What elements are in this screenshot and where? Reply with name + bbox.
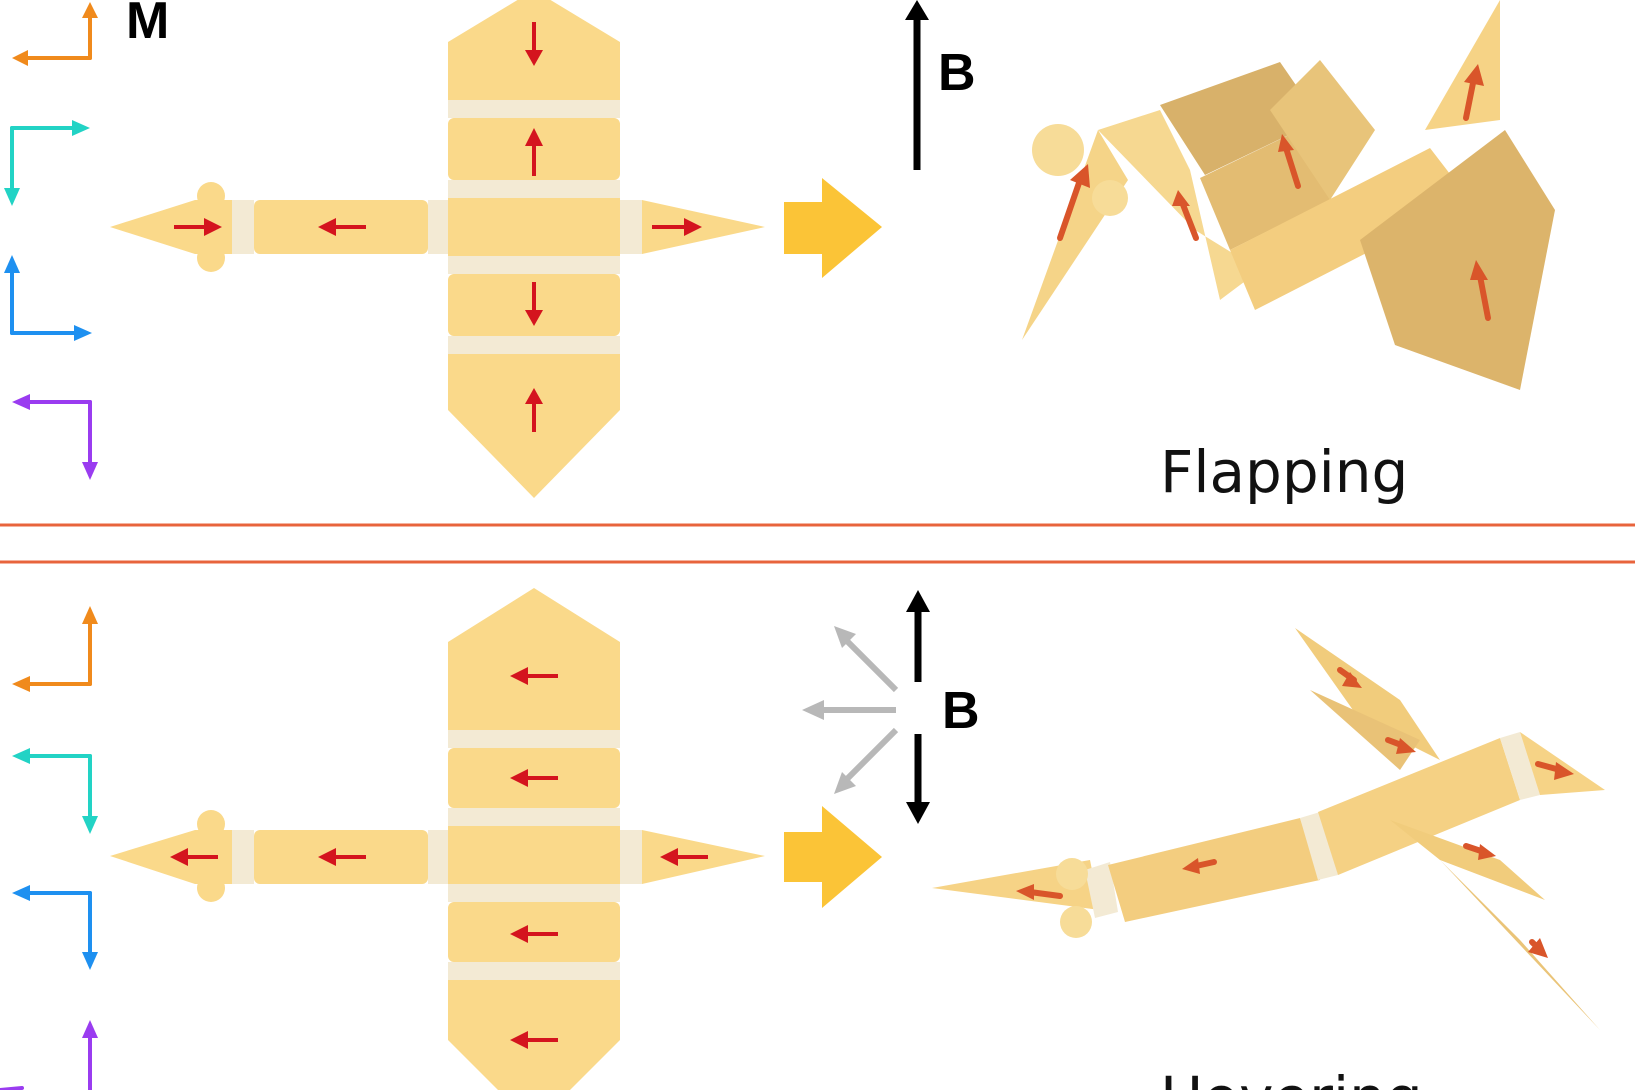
magnet-arrow <box>684 218 702 236</box>
field-arrow-top <box>905 0 929 170</box>
magnet-arrow <box>510 1031 528 1049</box>
field-label-top: B <box>938 44 976 102</box>
field-arrows-bottom <box>802 590 930 824</box>
center-panel <box>448 198 620 256</box>
field-label-bottom: B <box>942 682 980 740</box>
magnetization-legend-top <box>4 2 98 480</box>
joint <box>428 830 448 884</box>
joint <box>448 336 620 354</box>
magnet-arrow <box>660 848 678 866</box>
cyan-axis-arrows <box>12 748 98 834</box>
mode-label-bottom: Hovering <box>1160 1064 1423 1090</box>
joint <box>448 180 620 198</box>
joint <box>620 830 642 884</box>
blue-axis-arrows <box>4 255 92 341</box>
top-panel: M <box>4 0 1555 506</box>
head-node <box>197 810 225 838</box>
magnet-arrow <box>318 218 336 236</box>
magnet-arrow <box>510 667 528 685</box>
magnet-arrow <box>525 310 543 326</box>
joint <box>232 830 254 884</box>
magnet-arrow <box>510 769 528 787</box>
joint <box>448 256 620 274</box>
head-segment <box>110 200 232 254</box>
tail-segment <box>642 200 765 254</box>
joint <box>232 200 254 254</box>
bottom-panel: B Hovering <box>0 588 1605 1090</box>
wing-panel-top-1 <box>448 588 620 730</box>
orange-axis-arrows <box>12 2 98 66</box>
joint <box>448 730 620 748</box>
magnet-arrows-top <box>174 22 702 432</box>
cyan-axis-arrows <box>4 120 90 206</box>
flapping-robot-render <box>1022 0 1555 390</box>
purple-axis-arrows <box>12 394 98 480</box>
magnet-arrow <box>525 50 543 66</box>
magnetization-legend-bottom <box>0 606 98 1090</box>
magnet-arrows-bottom <box>170 667 708 1049</box>
purple-axis-arrows <box>0 1020 98 1090</box>
joint <box>428 200 448 254</box>
joint <box>448 808 620 826</box>
blue-axis-arrows <box>12 885 98 970</box>
head-node <box>197 182 225 210</box>
robot-flat-layout-bottom <box>110 588 765 1090</box>
magnet-arrow <box>510 925 528 943</box>
joint <box>448 100 620 118</box>
head-node <box>197 874 225 902</box>
magnet-arrow <box>318 848 336 866</box>
hovering-robot-render <box>932 628 1605 1030</box>
forward-direction-arrow <box>784 806 882 908</box>
magnet-arrow <box>170 848 188 866</box>
joint <box>448 962 620 980</box>
mode-label-top: Flapping <box>1160 438 1408 506</box>
magnet-arrow <box>525 388 543 404</box>
robot-flat-layout-top <box>110 0 765 498</box>
center-panel <box>448 826 620 884</box>
forward-direction-arrow <box>784 178 882 278</box>
magnetization-label: M <box>126 0 169 50</box>
wing-panel-bottom-2 <box>448 980 620 1090</box>
magnet-arrow <box>525 128 543 146</box>
head-node <box>197 244 225 272</box>
magnet-arrow <box>204 218 222 236</box>
orange-axis-arrows <box>12 606 98 692</box>
joint <box>448 884 620 902</box>
joint <box>620 200 642 254</box>
